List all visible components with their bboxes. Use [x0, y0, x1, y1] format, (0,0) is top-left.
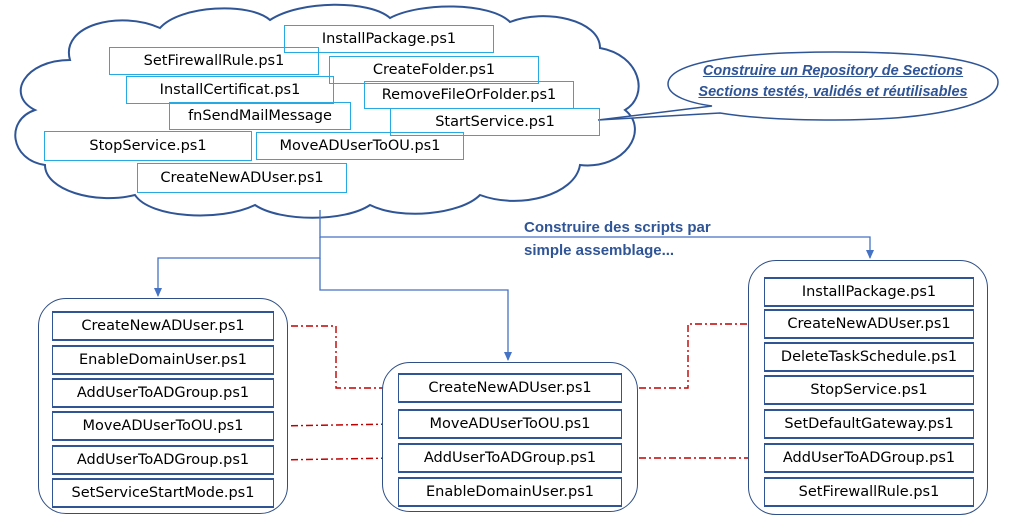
left-script-item: AddUserToADGroup.ps1: [52, 445, 274, 475]
section-install-package: InstallPackage.ps1: [284, 25, 494, 53]
assembly-note-line1: Construire des scripts par: [524, 219, 711, 236]
section-fn-send-mail-message: fnSendMailMessage: [169, 102, 351, 130]
assembly-note-line2: simple assemblage...: [524, 242, 675, 259]
left-script-item: AddUserToADGroup.ps1: [52, 378, 274, 408]
right-script-item: DeleteTaskSchedule.ps1: [764, 342, 974, 372]
shared-section-links: [275, 320, 763, 464]
section-install-certificat: InstallCertificat.ps1: [126, 76, 334, 104]
flow-connectors: [154, 210, 874, 361]
section-move-aduser-to-ou: MoveADUserToOU.ps1: [256, 132, 464, 160]
left-script-item: CreateNewADUser.ps1: [52, 311, 274, 341]
middle-script-item: CreateNewADUser.ps1: [398, 373, 622, 403]
section-stop-service: StopService.ps1: [44, 131, 252, 161]
section-create-folder: CreateFolder.ps1: [329, 56, 539, 84]
right-script-item: SetDefaultGateway.ps1: [764, 409, 974, 439]
middle-script-item: EnableDomainUser.ps1: [398, 477, 622, 507]
callout-bubble: [597, 51, 999, 121]
callout-title: Construire un Repository de Sections: [702, 63, 964, 79]
middle-script-item: AddUserToADGroup.ps1: [398, 443, 622, 473]
left-script-item: EnableDomainUser.ps1: [52, 345, 274, 375]
right-script-item: CreateNewADUser.ps1: [764, 309, 974, 339]
right-script-item: AddUserToADGroup.ps1: [764, 443, 974, 473]
section-create-new-aduser: CreateNewADUser.ps1: [137, 163, 347, 193]
callout-subtitle: Sections testés, validés et réutilisable…: [698, 84, 968, 100]
right-script-item: SetFirewallRule.ps1: [764, 477, 974, 507]
right-script-item: StopService.ps1: [764, 375, 974, 405]
left-script-item: MoveADUserToOU.ps1: [52, 411, 274, 441]
right-script-item: InstallPackage.ps1: [764, 277, 974, 307]
section-remove-file-or-folder: RemoveFileOrFolder.ps1: [364, 81, 574, 109]
repository-cloud-shape: [14, 3, 640, 219]
section-start-service: StartService.ps1: [390, 108, 600, 136]
middle-script-item: MoveADUserToOU.ps1: [398, 409, 622, 439]
left-script-item: SetServiceStartMode.ps1: [52, 478, 274, 508]
section-set-firewall-rule: SetFirewallRule.ps1: [109, 47, 319, 75]
